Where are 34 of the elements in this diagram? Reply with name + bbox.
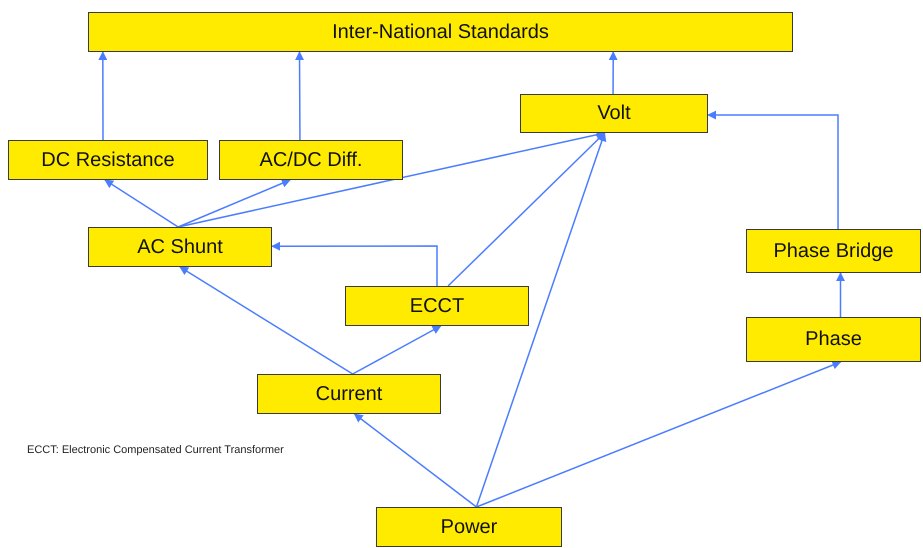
process-box [219,140,403,180]
box-label: DC Resistance [41,148,175,172]
box-label: AC Shunt [137,236,223,258]
arrow [295,51,304,140]
arrow [476,132,606,508]
process-box [376,507,562,547]
footnote: ECCT: Electronic Compensated Current Transformer [27,444,284,456]
process-box [746,229,921,273]
arrow [104,179,179,228]
arrow [98,51,108,140]
process-box [345,286,529,326]
arrow [352,325,442,375]
process-box [8,140,208,180]
process-box [520,94,708,133]
arrow [476,360,842,508]
box-label: Volt [597,102,631,125]
process-box [88,12,793,52]
box-label: AC/DC Diff. [260,148,362,172]
box-label: Power [440,516,498,538]
box-label: Current [316,382,382,406]
box-label: Inter-National Standards [332,20,549,44]
arrow [179,266,354,375]
arrow [271,242,438,286]
box-label: ECCT [410,294,464,318]
arrow [608,51,618,94]
arrow [354,413,477,508]
box-label: Phase Bridge [773,240,894,262]
arrow [178,179,291,228]
arrow [707,110,839,229]
arrow [836,272,845,317]
process-box [257,374,441,414]
process-box [88,227,272,267]
box-label: Phase [805,328,862,351]
process-box [746,317,921,362]
